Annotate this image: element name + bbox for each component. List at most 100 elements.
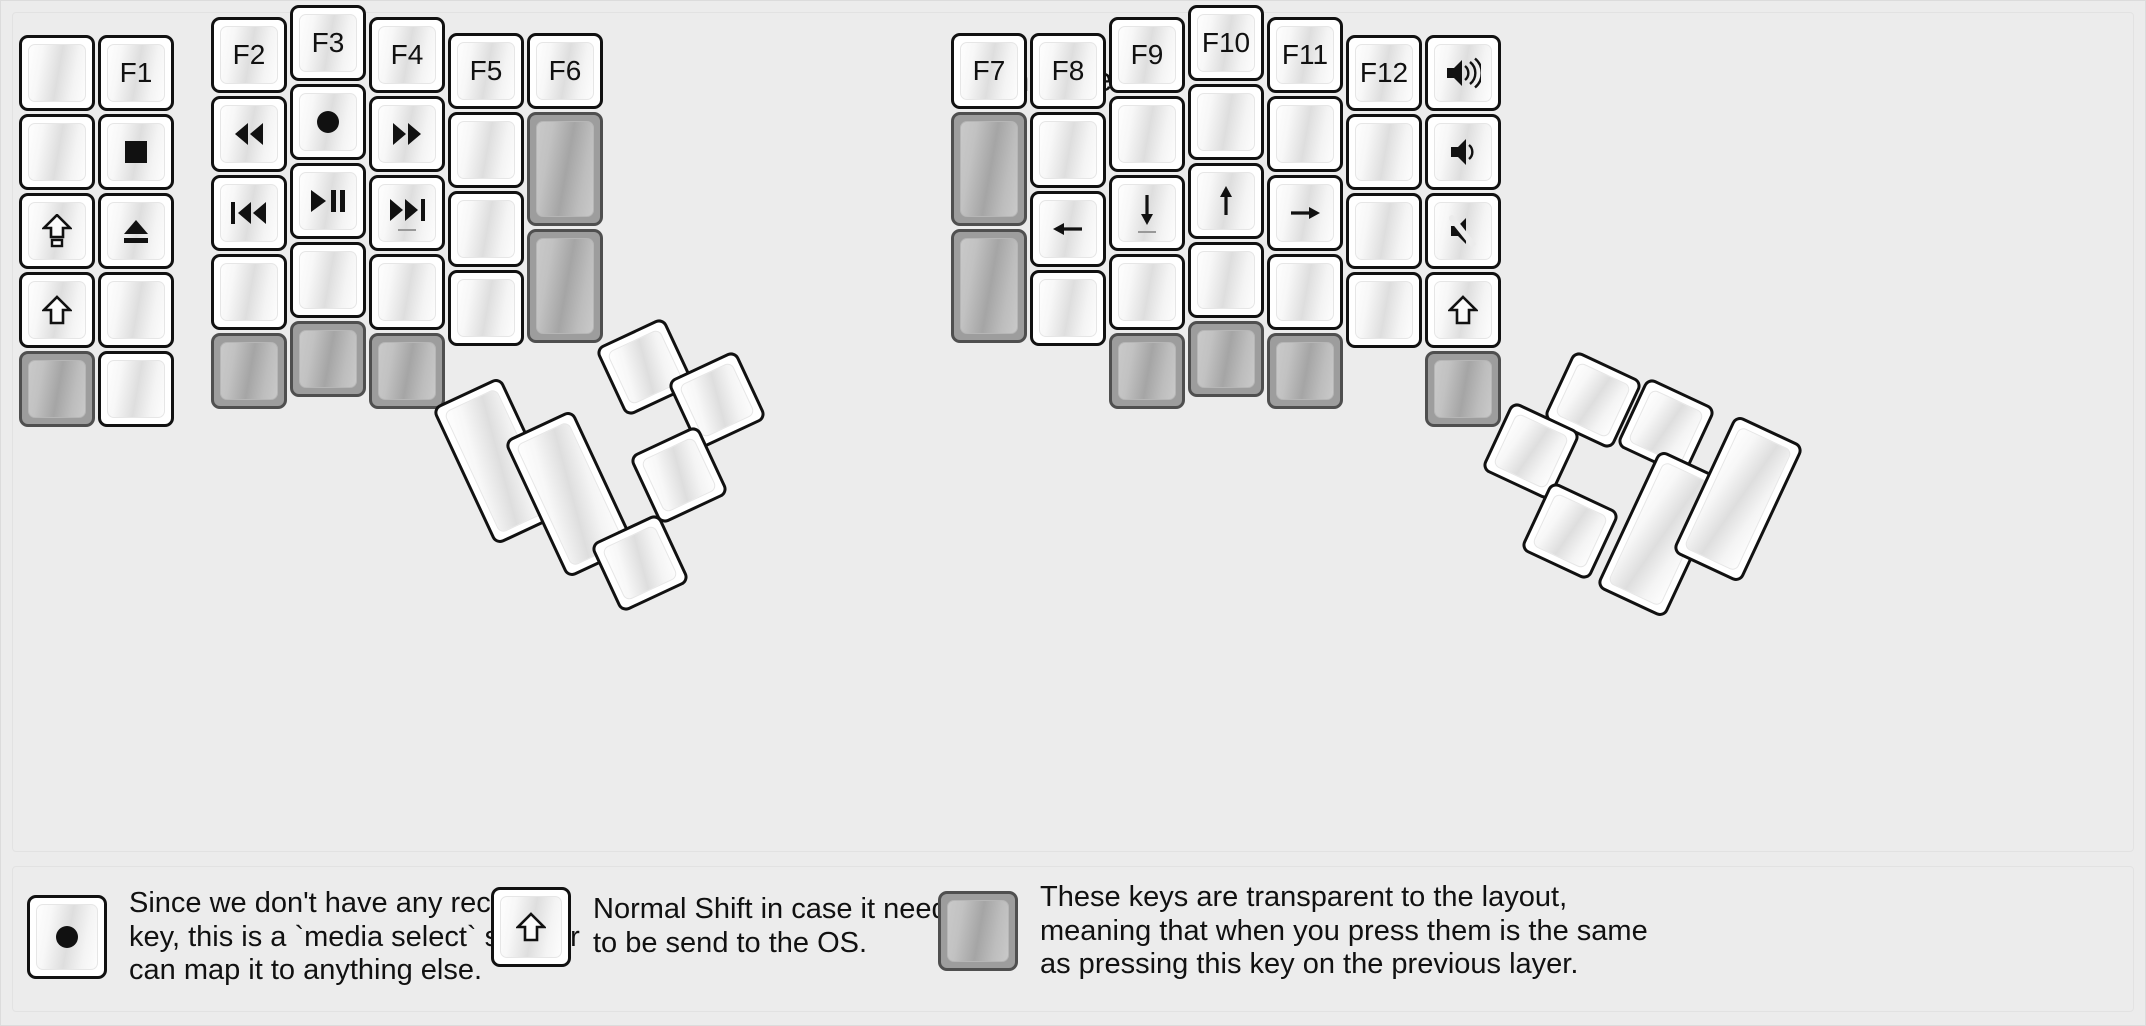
key-cap	[457, 200, 515, 258]
key-legend	[313, 107, 343, 137]
key-right-col-inner-r0-f7[interactable]: F7	[951, 33, 1027, 109]
key-left-col-middle-r4[interactable]	[290, 321, 366, 397]
key-left-col-ring-r2-prev-track[interactable]	[211, 175, 287, 251]
key-legend	[42, 295, 72, 325]
key-right-col-index-r2-arrow-down[interactable]	[1109, 175, 1185, 251]
key-right-col-pinky-outer-r0-volume-up[interactable]	[1425, 35, 1501, 111]
key-left-col-pinky-r2-eject[interactable]	[98, 193, 174, 269]
key-right-col-inner-r1[interactable]	[951, 112, 1027, 226]
key-right-col-middle-r1[interactable]	[1188, 84, 1264, 160]
key-cap	[1355, 44, 1413, 102]
legend-key-2[interactable]	[491, 887, 571, 967]
key-right-col-middle-r2-arrow-up[interactable]	[1188, 163, 1264, 239]
key-left-col-ring-r3[interactable]	[211, 254, 287, 330]
key-left-col-index-inner-r1[interactable]	[448, 112, 524, 188]
key-cap	[1197, 251, 1255, 309]
record-icon	[52, 922, 82, 952]
key-legend	[387, 196, 427, 231]
key-right-col-index-r1[interactable]	[1109, 96, 1185, 172]
key-cap	[536, 42, 594, 100]
key-left-col-index-r4[interactable]	[369, 333, 445, 409]
key-right-col-middle-r4[interactable]	[1188, 321, 1264, 397]
key-right-col-index-r0-f9[interactable]: F9	[1109, 17, 1185, 93]
legend-item-2: Normal Shift in case it needs to be send…	[491, 887, 962, 967]
key-left-col-pinky-r4[interactable]	[98, 351, 174, 427]
key-right-col-middle-r3[interactable]	[1188, 242, 1264, 318]
key-right-col-pinky-outer-r2-volume-mute[interactable]	[1425, 193, 1501, 269]
key-left-col-middle-r0-f3[interactable]: F3	[290, 5, 366, 81]
legend-sample-key-1[interactable]	[27, 895, 107, 980]
key-right-col-pinky-r1[interactable]	[1346, 114, 1422, 190]
legend-item-1: Since we don't have any recording key, t…	[27, 887, 580, 988]
key-cap	[457, 121, 515, 179]
key-cap	[1039, 121, 1097, 179]
key-right-col-pinky-outer-r1-volume-down[interactable]	[1425, 114, 1501, 190]
key-left-col-pinky-outer-r3-shift[interactable]	[19, 272, 95, 348]
key-left-col-index-r2-next-track[interactable]	[369, 175, 445, 251]
key-left-col-index-r3[interactable]	[369, 254, 445, 330]
key-right-col-pinky-r2[interactable]	[1346, 193, 1422, 269]
key-cap	[299, 14, 357, 72]
key-right-col-ring-r2-arrow-right[interactable]	[1267, 175, 1343, 251]
key-legend	[121, 216, 151, 246]
key-left-col-pinky-outer-r2-caps-lock[interactable]	[19, 193, 95, 269]
key-left-col-inner-r0-f6[interactable]: F6	[527, 33, 603, 109]
key-left-col-index-r1-fast-forward[interactable]	[369, 96, 445, 172]
key-right-col-ring-r4[interactable]	[1267, 333, 1343, 409]
legend-sample-key-3[interactable]	[938, 891, 1018, 972]
key-left-col-index-r0-f4[interactable]: F4	[369, 17, 445, 93]
key-cap	[378, 26, 436, 84]
key-left-col-ring-r4[interactable]	[211, 333, 287, 409]
key-left-col-middle-r3[interactable]	[290, 242, 366, 318]
key-right-col-ring-r0-f11[interactable]: F11	[1267, 17, 1343, 93]
key-right-col-index-r4[interactable]	[1109, 333, 1185, 409]
key-left-col-pinky-r3[interactable]	[98, 272, 174, 348]
key-left-col-inner-r1[interactable]	[527, 112, 603, 226]
key-cap	[28, 44, 86, 102]
key-left-col-ring-r1-rewind[interactable]	[211, 96, 287, 172]
key-cap	[220, 342, 278, 400]
key-legend	[1445, 57, 1481, 89]
key-right-col-ring-r3[interactable]	[1267, 254, 1343, 330]
key-right-col-index-inner-r1[interactable]	[1030, 112, 1106, 188]
key-legend	[52, 922, 82, 952]
key-right-col-ring-r1[interactable]	[1267, 96, 1343, 172]
key-cap	[28, 360, 86, 418]
key-right-col-index-inner-r0-f8[interactable]: F8	[1030, 33, 1106, 109]
key-right-col-pinky-r3[interactable]	[1346, 272, 1422, 348]
legend-sample-key-2[interactable]	[491, 887, 571, 967]
legend-key-1[interactable]	[27, 895, 107, 980]
key-left-col-pinky-r1-stop[interactable]	[98, 114, 174, 190]
key-right-col-middle-r0-f10[interactable]: F10	[1188, 5, 1264, 81]
key-left-col-pinky-outer-r1[interactable]	[19, 114, 95, 190]
key-right-col-index-r3[interactable]	[1109, 254, 1185, 330]
key-legend	[230, 120, 268, 148]
key-left-col-pinky-r0-f1[interactable]: F1	[98, 35, 174, 111]
key-left-col-pinky-outer-r4[interactable]	[19, 351, 95, 427]
key-right-col-index-inner-r2-arrow-left[interactable]	[1030, 191, 1106, 267]
key-cap	[1118, 26, 1176, 84]
legend-item-3: These keys are transparent to the layout…	[938, 881, 1648, 982]
record-icon	[313, 107, 343, 137]
key-right-col-pinky-outer-r3-shift[interactable]	[1425, 272, 1501, 348]
key-cap	[220, 184, 278, 242]
key-right-col-index-inner-r3[interactable]	[1030, 270, 1106, 346]
legend-key-3[interactable]	[938, 891, 1018, 972]
key-cap	[1118, 342, 1176, 400]
key-right-col-pinky-r0-f12[interactable]: F12	[1346, 35, 1422, 111]
key-right-col-pinky-outer-r4[interactable]	[1425, 351, 1501, 427]
key-left-col-pinky-outer-r0[interactable]	[19, 35, 95, 111]
key-left-col-index-inner-r0-f5[interactable]: F5	[448, 33, 524, 109]
key-cap	[220, 263, 278, 321]
key-left-col-middle-r2-play-pause[interactable]	[290, 163, 366, 239]
arrow-right-icon	[1289, 199, 1321, 227]
key-cap	[1276, 263, 1334, 321]
key-left-col-inner-r2[interactable]	[527, 229, 603, 343]
key-left-col-index-inner-r3[interactable]	[448, 270, 524, 346]
key-left-col-middle-r1-record[interactable]	[290, 84, 366, 160]
legend-bar: Since we don't have any recording key, t…	[12, 866, 2134, 1012]
key-right-col-inner-r2[interactable]	[951, 229, 1027, 343]
key-left-col-index-inner-r2[interactable]	[448, 191, 524, 267]
key-left-col-ring-r0-f2[interactable]: F2	[211, 17, 287, 93]
